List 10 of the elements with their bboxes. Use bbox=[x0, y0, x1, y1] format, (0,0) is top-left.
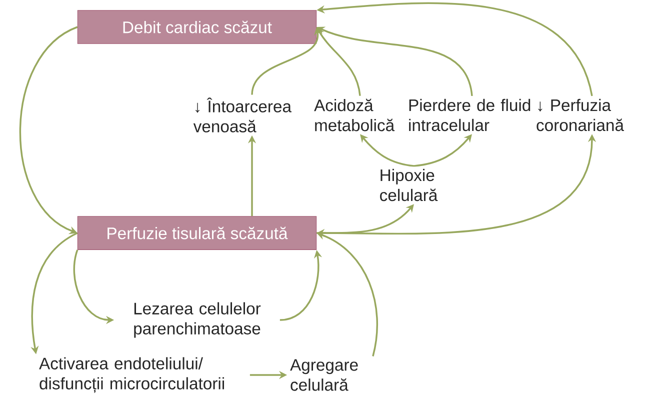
node-text: Pierdere de fluid intracelular bbox=[409, 98, 530, 132]
node-text: Activarea endoteliului/ disfuncții microcirculatorii bbox=[39, 357, 224, 393]
node-text: Acidoză metabolică bbox=[314, 98, 395, 132]
node-text: Lezarea celulelor parenchimatoase bbox=[134, 302, 261, 338]
node-text: ↓ Perfuzia coronariană bbox=[536, 98, 624, 132]
node-text: ↓ Întoarcerea venoasă bbox=[193, 98, 292, 132]
process-box: Debit cardiac scăzut bbox=[77, 10, 317, 44]
process-box: Perfuzie tisulară scăzută bbox=[77, 216, 317, 250]
node-text: Agregare celulară bbox=[290, 359, 358, 391]
node-text: Hipoxie celulară bbox=[380, 168, 438, 202]
